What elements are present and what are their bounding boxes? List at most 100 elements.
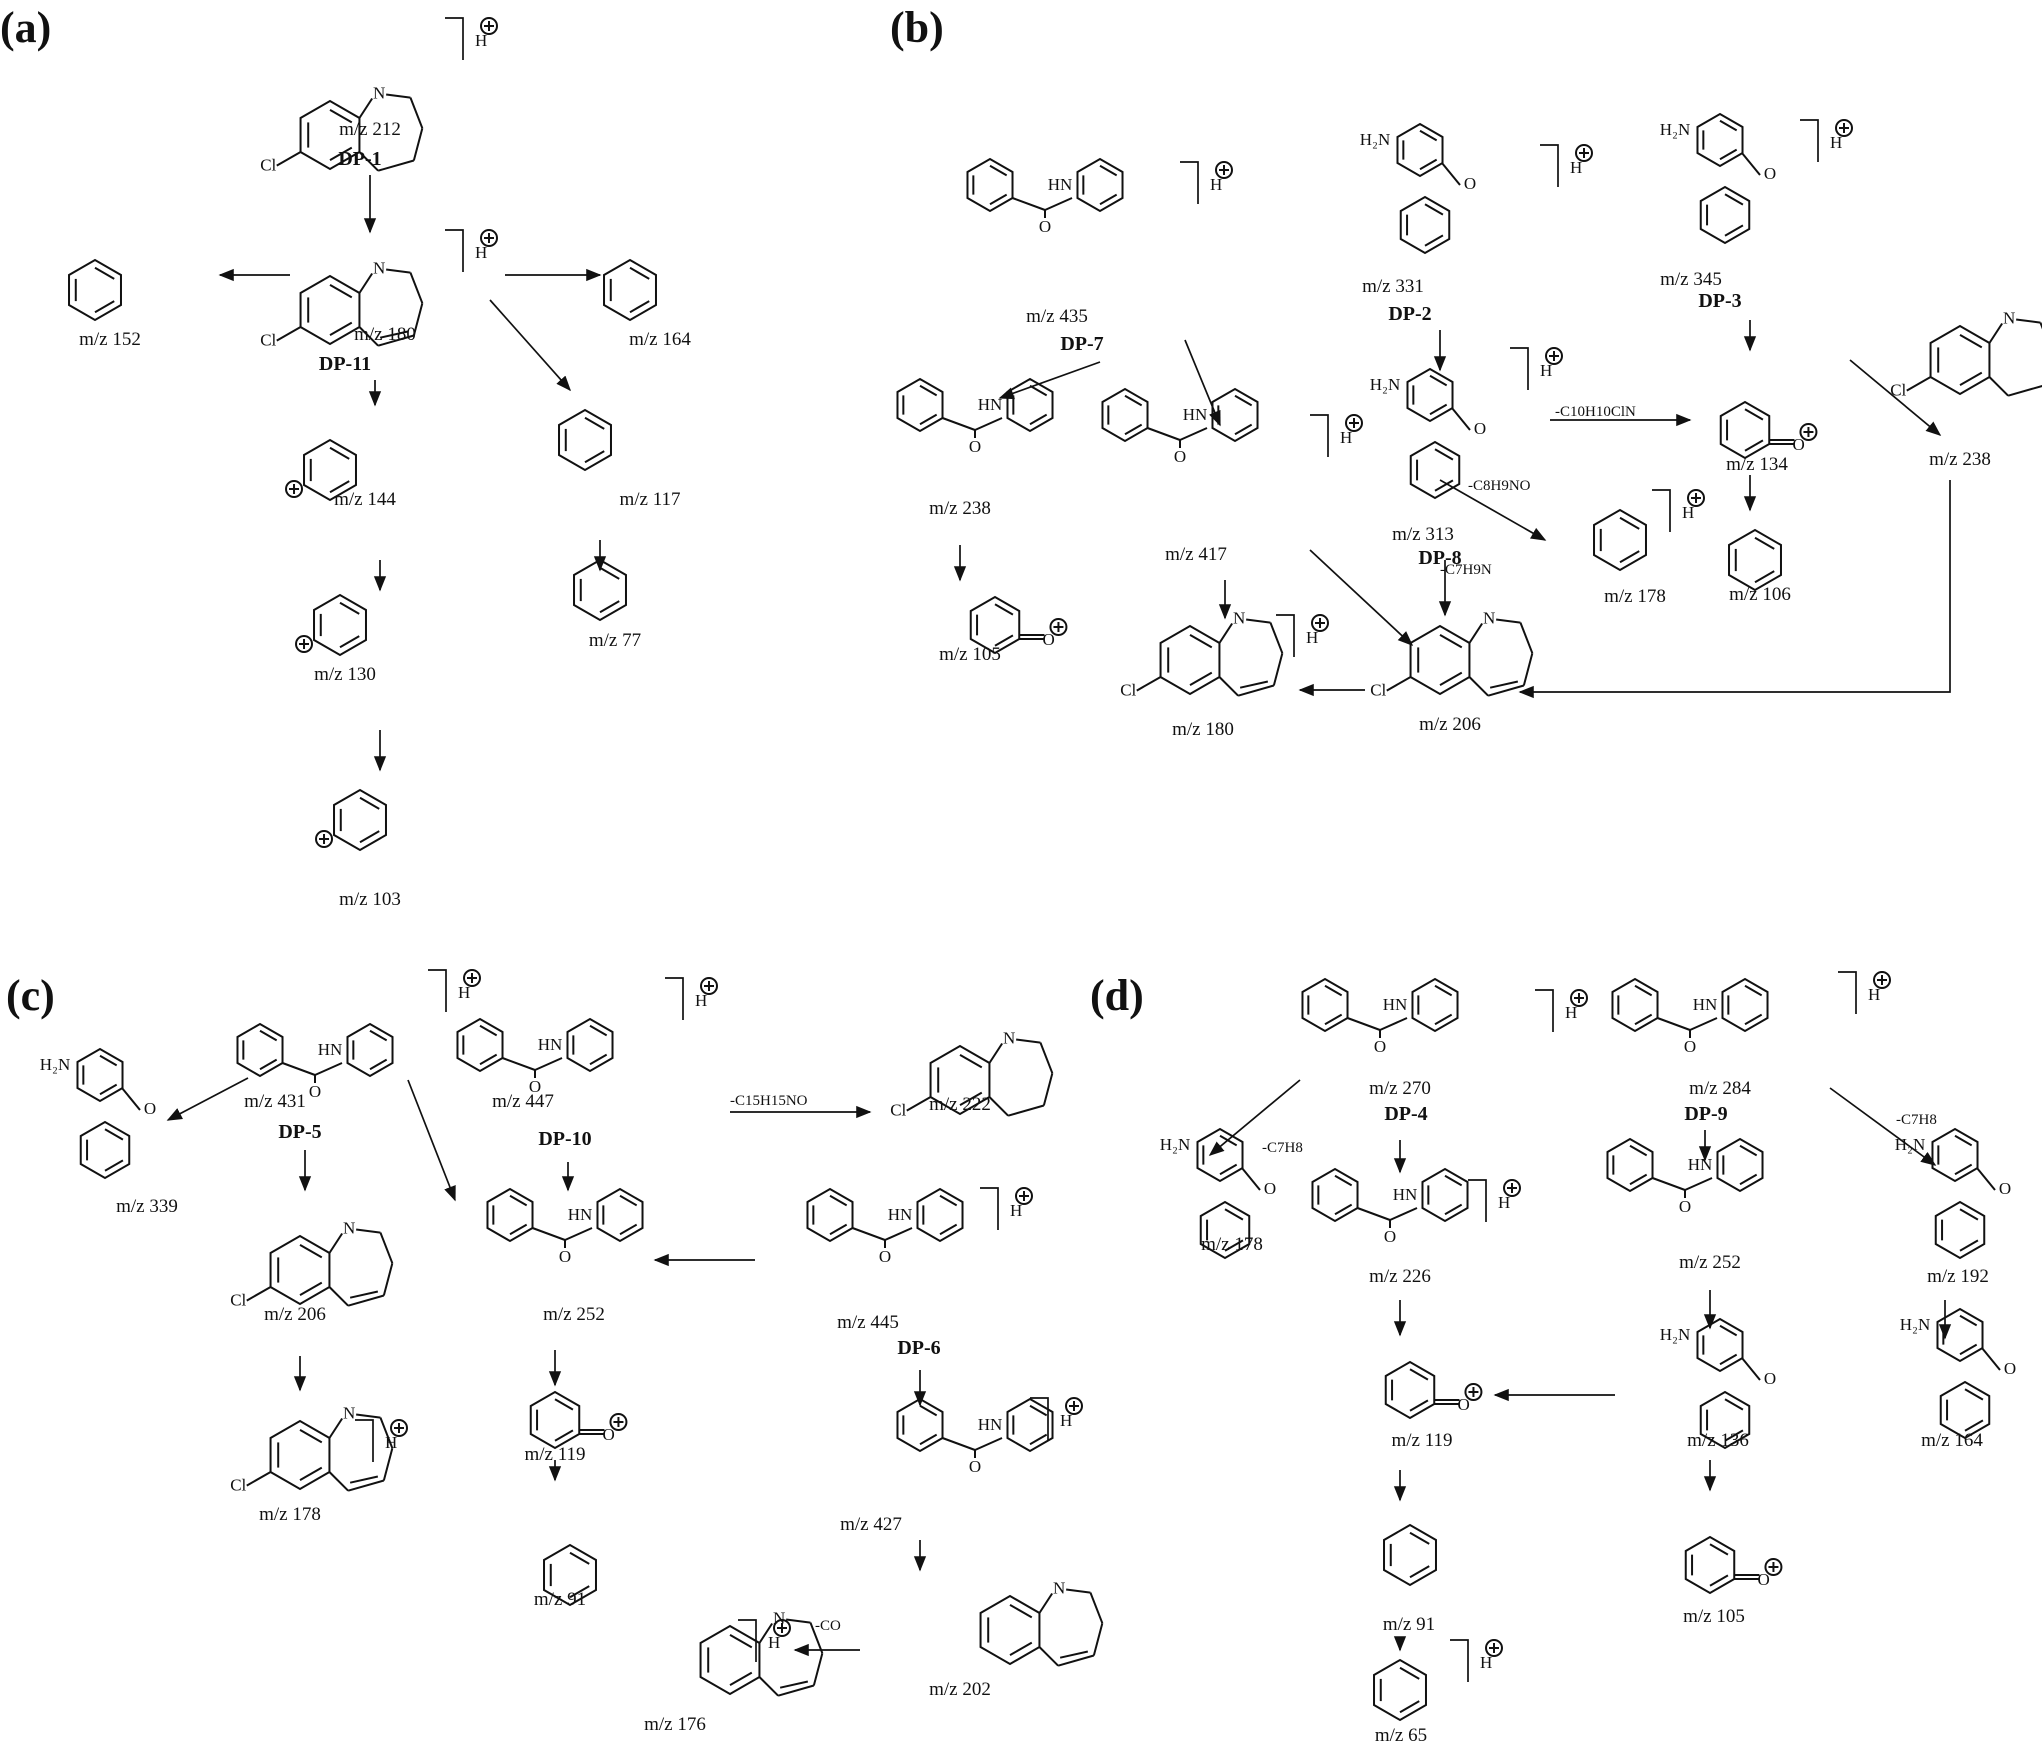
benzene-ring [1699,185,1751,245]
dp-label: DP-4 [1384,1103,1427,1125]
mz-label: m/z 226 [1369,1266,1431,1287]
atom-label: Cl [1370,681,1386,700]
atom-label: HN [978,1415,1003,1434]
benzene-ring [1409,440,1461,500]
reaction-arrow [1518,480,1951,699]
dp-label: DP-11 [319,353,371,375]
charge-icon [480,229,498,247]
atom-label: Cl [1890,381,1906,400]
benzene-ring [558,408,612,472]
mz-label: m/z 91 [1383,1614,1435,1635]
mz-label: m/z 192 [1927,1266,1989,1287]
atom-label: H₂N [1900,1315,1930,1334]
atom-label: H [1010,1201,1022,1220]
benzene-ring [1929,324,1991,396]
atom-label: Cl [890,1101,906,1120]
benzene-ring [1696,1317,1744,1373]
atom-label: HN [1688,1155,1713,1174]
benzene-ring [1396,122,1444,178]
mz-label: m/z 445 [837,1312,899,1333]
atom-label: HN [1183,405,1208,424]
dp-label: DP-3 [1698,290,1741,312]
charge-icon [1799,423,1818,441]
charge-icon [295,635,314,653]
mz-label: m/z 206 [264,1304,326,1325]
benzene-ring [603,258,657,322]
charge-icon [1311,614,1329,632]
mz-label: m/z 176 [644,1714,706,1735]
benzene-ring [1716,1137,1764,1193]
reaction-arrow [1309,549,1414,647]
mz-label: m/z 134 [1726,454,1788,475]
atom-label: H [475,243,487,262]
benzene-ring [299,274,361,346]
benzene-ring [1311,1167,1359,1223]
mz-label: m/z 447 [492,1091,554,1112]
atom-label: H [768,1633,780,1652]
mz-label: m/z 435 [1026,306,1088,327]
protonation-bracket: H [1535,989,1577,1032]
atom-label: H [1830,133,1842,152]
panel-label-c: (c) [6,971,55,1020]
benzene-ring [1606,1137,1654,1193]
atom-label: O [969,437,981,456]
atom-label: O [144,1099,156,1118]
charge-icon [480,17,498,35]
benzene-ring [1199,1200,1251,1260]
protonation-bracket: H [738,1619,780,1662]
benzene-ring [456,1017,504,1073]
loss-label: -CO [815,1618,841,1634]
mz-label: m/z 103 [339,889,401,910]
atom-label: N [343,1219,355,1238]
protonation-bracket: H [1310,414,1352,457]
atom-label: O [1679,1197,1691,1216]
atom-label: O [1384,1227,1396,1246]
loss-label: -C8H9NO [1468,478,1531,494]
atom-label: N [1053,1579,1065,1598]
atom-label: HN [1393,1185,1418,1204]
atom-label: O [309,1082,321,1101]
loss-label: -C7H9N [1440,562,1492,578]
mz-label: m/z 178 [1201,1234,1263,1255]
benzene-ring [1411,977,1459,1033]
atom-label: N [373,259,385,278]
atom-label: HN [568,1205,593,1224]
atom-label: H₂N [1895,1135,1925,1154]
dp-label: DP-8 [1418,547,1461,569]
loss-label: -C7H8 [1896,1112,1937,1128]
benzene-ring [1159,624,1221,696]
mz-label: m/z 77 [589,630,641,651]
reaction-arrow [1208,1079,1301,1156]
benzene-ring [1373,1658,1427,1722]
charge-icon [1503,1179,1521,1197]
panel-label-d: (d) [1090,971,1144,1020]
benzene-ring [1399,195,1451,255]
reaction-arrow [1849,359,1942,436]
atom-label: O [1264,1179,1276,1198]
benzene-ring [1383,1523,1437,1587]
atom-label: O [879,1247,891,1266]
benzene-ring [1696,112,1744,168]
benzene-ring [313,593,367,657]
atom-label: O [1458,1395,1470,1414]
benzene-ring [1931,1127,1979,1183]
atom-label: O [2004,1359,2016,1378]
mz-label: m/z 152 [79,329,141,350]
reaction-arrow [166,1077,249,1121]
atom-label: O [603,1425,615,1444]
panel-label-b: (b) [890,3,944,52]
mz-label: m/z 417 [1165,544,1227,565]
atom-label: H [1340,428,1352,447]
dp-label: DP-1 [338,148,381,170]
mz-label: m/z 202 [929,1679,991,1700]
reaction-arrow [1439,479,1547,541]
atom-label: H [1540,361,1552,380]
mz-label: m/z 136 [1687,1430,1749,1451]
protonation-bracket: H [1838,971,1880,1014]
benzene-ring [1006,377,1054,433]
atom-label: N [1233,609,1245,628]
charge-icon [1485,1639,1503,1657]
atom-label: H [458,983,470,1002]
mz-label: m/z 117 [619,489,680,510]
mz-label: m/z 431 [244,1091,306,1112]
